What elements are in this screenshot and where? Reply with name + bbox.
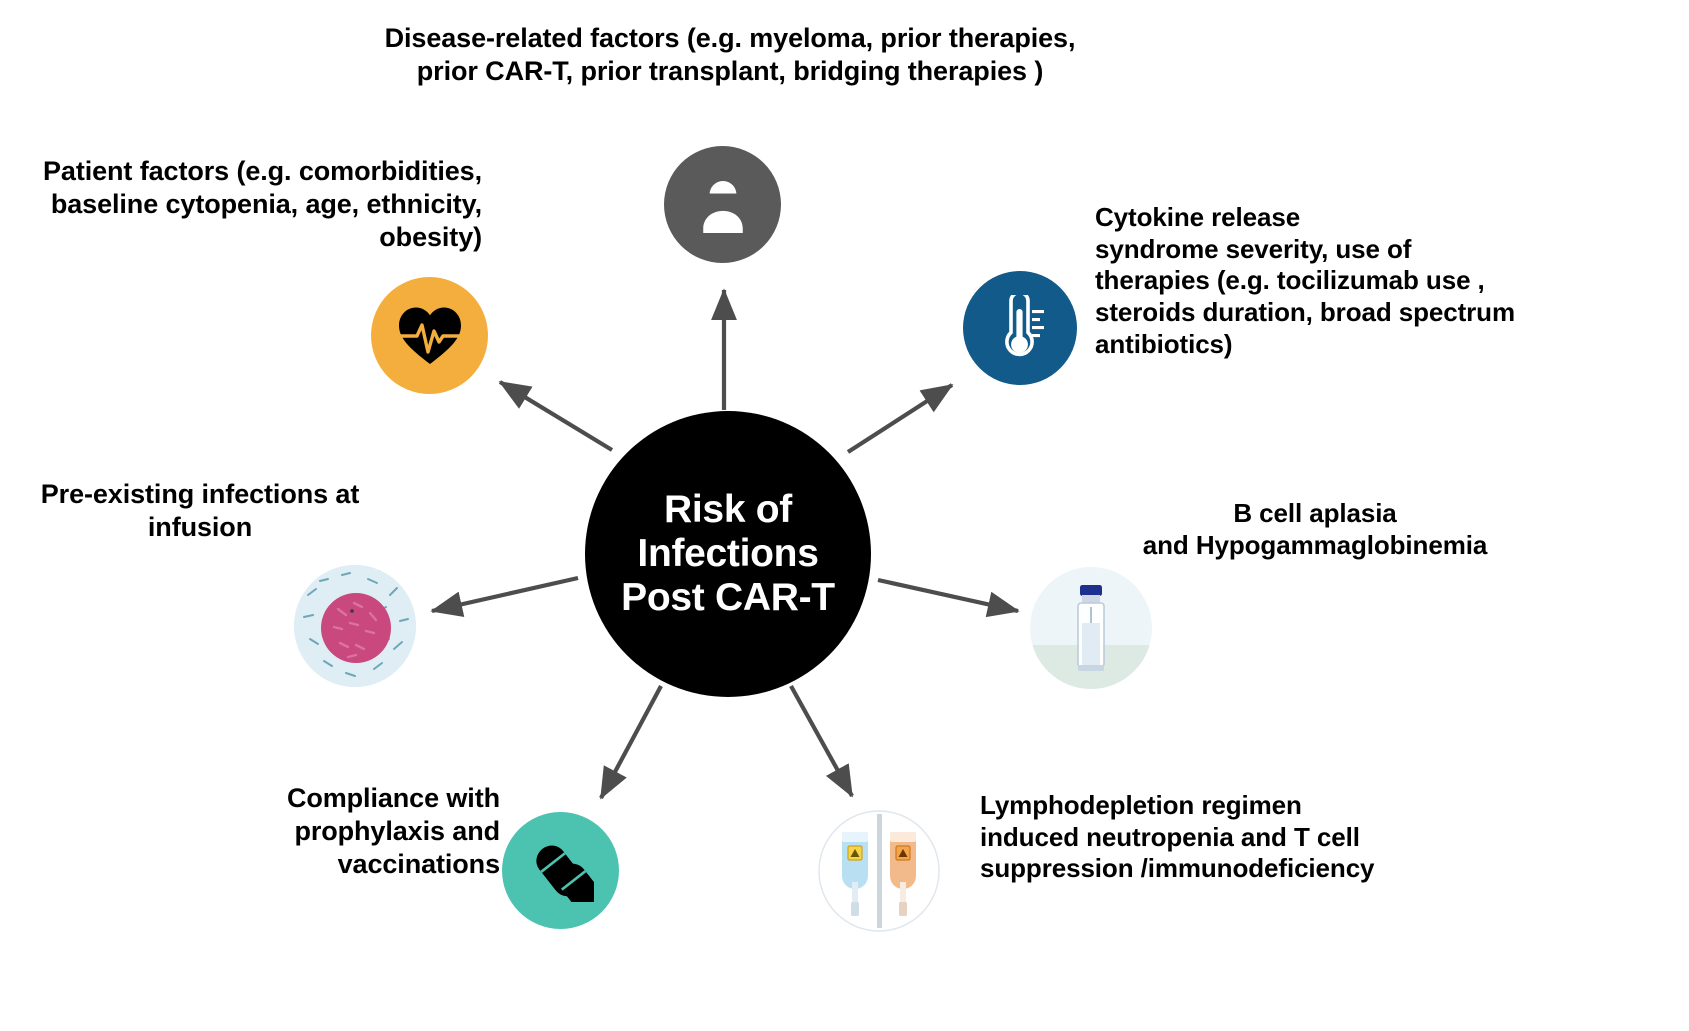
heart-pulse-icon-node xyxy=(371,277,488,394)
label-cytokine-release-syndrome: Cytokine release syndrome severity, use … xyxy=(1095,202,1515,359)
arrow-to-pre-existing-infections xyxy=(430,575,579,618)
label-compliance-prophylaxis: Compliance with prophylaxis and vaccinat… xyxy=(286,783,500,879)
person-with-mask-icon xyxy=(702,180,743,233)
arrow-to-cytokine-release-syndrome xyxy=(846,383,954,454)
iv-bags-image xyxy=(818,810,940,932)
iv-bags-image-node xyxy=(818,810,940,932)
capsule-pills-icon xyxy=(535,845,594,902)
label-b-cell-aplasia: B cell aplasia and Hypogammaglobinemia xyxy=(1142,498,1488,560)
arrow-to-compliance-prophylaxis xyxy=(599,685,663,800)
microscopy-cell-image xyxy=(294,565,416,687)
person-with-mask-icon-node xyxy=(664,146,781,263)
iv-drip-vial-image xyxy=(1030,567,1152,689)
capsule-pills-icon-node xyxy=(502,812,619,929)
arrow-to-b-cell-aplasia xyxy=(877,577,1020,618)
arrow-to-patient-factors xyxy=(498,380,614,452)
center-node-label: Risk of Infections Post CAR-T xyxy=(621,487,835,620)
thermometer-icon-node xyxy=(963,271,1077,385)
thermometer-icon xyxy=(1005,295,1044,357)
label-pre-existing-infections: Pre-existing infections at infusion xyxy=(40,479,360,542)
label-disease-related-factors: Disease-related factors (e.g. myeloma, p… xyxy=(384,23,1076,86)
microscopy-cell-image-node xyxy=(294,565,416,687)
iv-drip-vial-image-node xyxy=(1030,567,1152,689)
center-node-risk-of-infections: Risk of Infections Post CAR-T xyxy=(585,411,871,697)
heart-pulse-icon xyxy=(398,307,461,364)
arrow-to-lymphodepletion xyxy=(789,684,854,798)
label-lymphodepletion: Lymphodepletion regimen induced neutrope… xyxy=(980,790,1375,884)
label-patient-factors: Patient factors (e.g. comorbidities, bas… xyxy=(43,156,482,252)
